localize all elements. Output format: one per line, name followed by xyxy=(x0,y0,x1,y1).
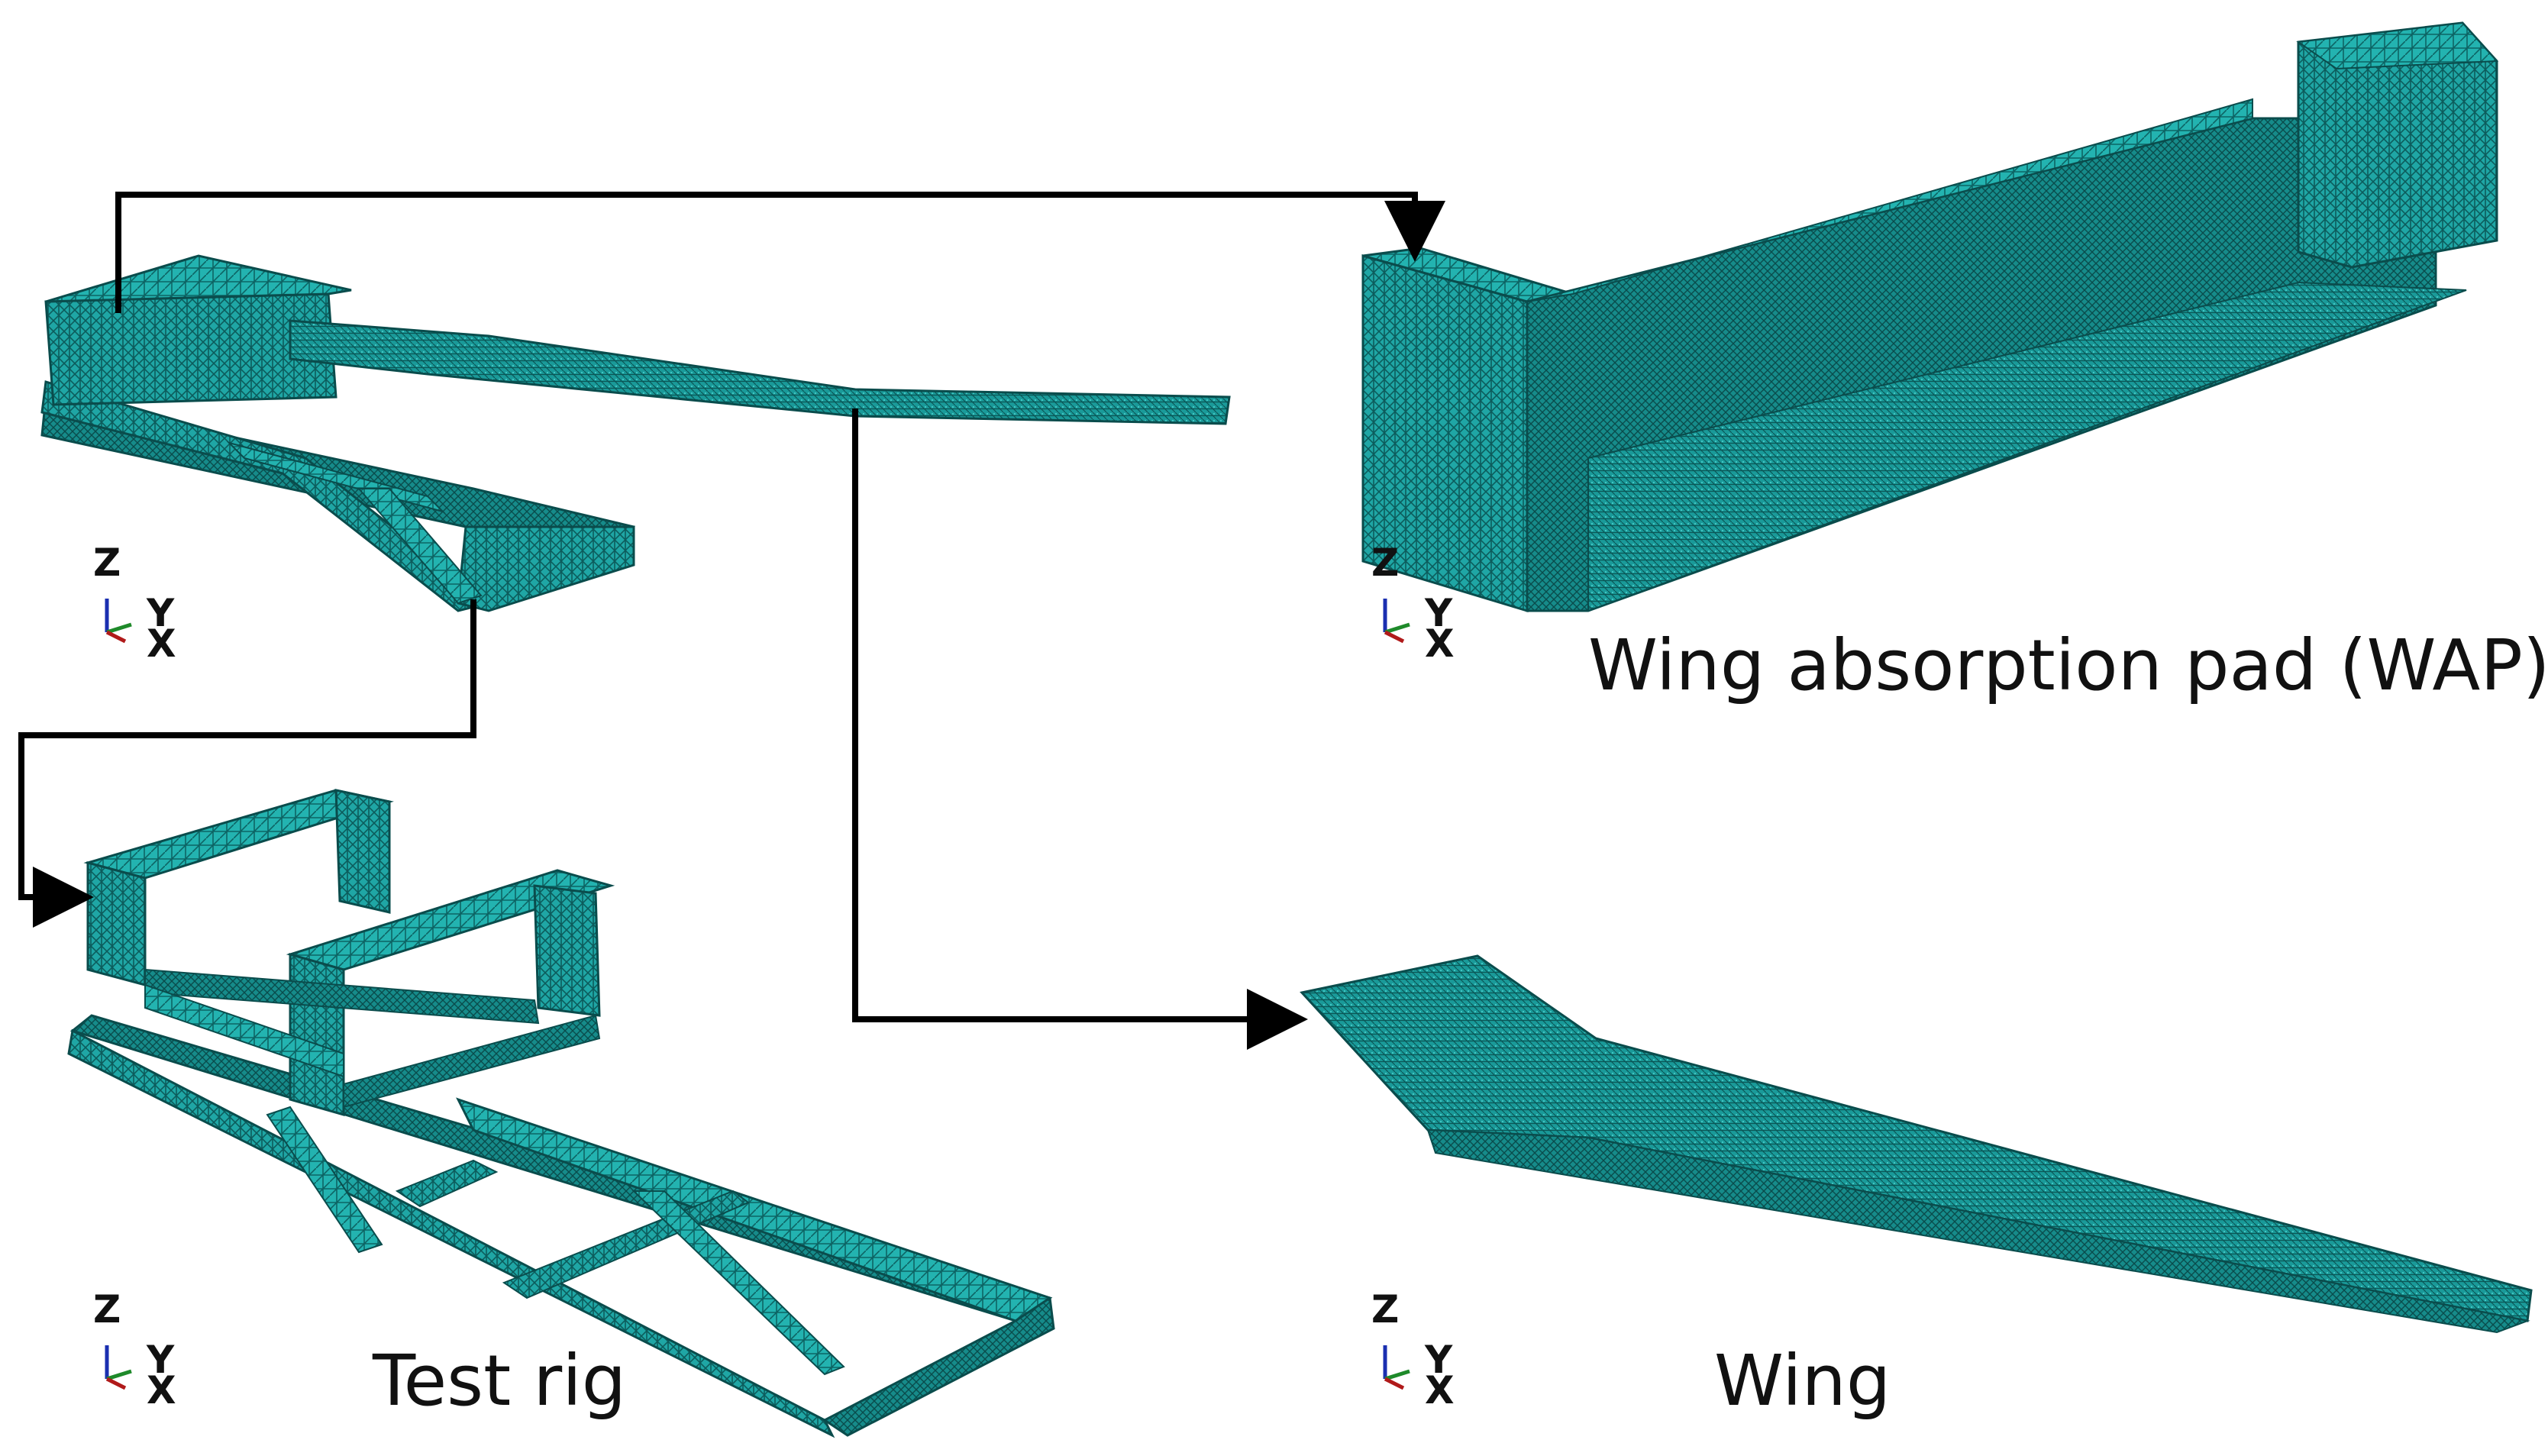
axis-triad-icon xyxy=(105,1345,132,1390)
axis-x-label: X xyxy=(1425,621,1455,666)
arrow-to-test-rig xyxy=(18,599,476,928)
axis-triad-wap: Z Y X xyxy=(1368,541,1468,663)
test-rig-model xyxy=(67,789,1055,1438)
axis-z-label: Z xyxy=(1371,1287,1400,1332)
axis-z-label: Z xyxy=(93,541,121,585)
axis-triad-test-rig: Z Y X xyxy=(90,1287,189,1409)
axis-triad-assembly: Z Y X xyxy=(90,541,189,663)
axis-triad-icon xyxy=(1383,599,1410,644)
axis-x-label: X xyxy=(147,621,176,666)
axis-y-label: Y xyxy=(1425,591,1453,635)
axis-x-label: X xyxy=(1425,1368,1455,1412)
caption-test-rig: Test rig xyxy=(373,1340,627,1422)
axis-y-label: Y xyxy=(1425,1338,1453,1382)
caption-wap: Wing absorption pad (WAP) xyxy=(1588,625,2548,706)
axis-x-label: X xyxy=(147,1368,176,1412)
wing-model xyxy=(1300,954,2533,1334)
wap-model xyxy=(1361,21,2499,613)
axis-triad-icon xyxy=(1383,1345,1410,1390)
arrow-to-wap xyxy=(115,192,1445,313)
axis-triad-icon xyxy=(105,599,132,644)
axis-z-label: Z xyxy=(1371,541,1400,585)
connector-arrows xyxy=(18,192,1445,1050)
axis-y-label: Y xyxy=(147,591,175,635)
axis-triad-wing: Z Y X xyxy=(1368,1287,1468,1409)
assembly-model xyxy=(40,254,1231,612)
arrow-to-wing xyxy=(852,408,1308,1050)
axis-y-label: Y xyxy=(147,1338,175,1382)
axis-z-label: Z xyxy=(93,1287,121,1332)
caption-wing: Wing xyxy=(1714,1340,1891,1422)
